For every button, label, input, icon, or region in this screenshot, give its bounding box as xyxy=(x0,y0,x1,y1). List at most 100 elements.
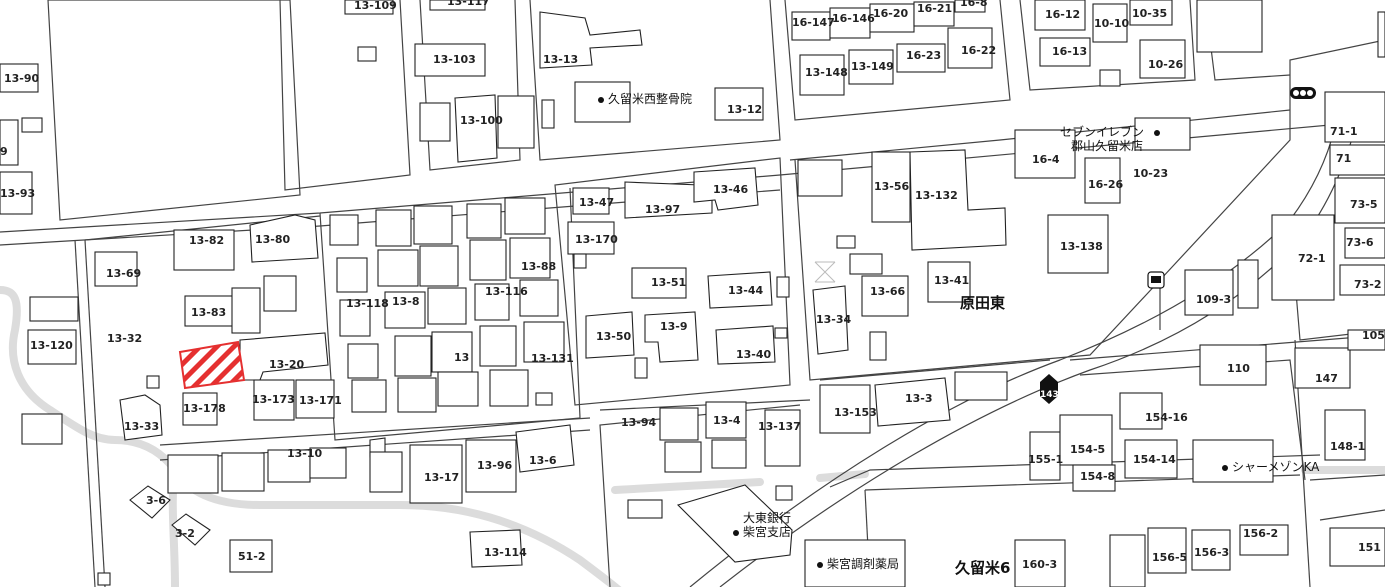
area-name-kurume6: 久留米6 xyxy=(955,559,1011,577)
parcel-label: 13-34 xyxy=(816,313,852,326)
poi-daito-bank[interactable]: 大東銀行 xyxy=(743,511,792,525)
poi-marker-icon xyxy=(1222,464,1228,471)
parcel-label: 13 xyxy=(454,351,470,364)
parcel-label: 13-40 xyxy=(736,348,772,361)
parcel-label: 16-20 xyxy=(873,7,909,20)
parcel-label: 13-50 xyxy=(596,330,632,343)
parcel-label: 13-137 xyxy=(758,420,801,433)
poi-daito-bank-line2: 柴宮支店 xyxy=(733,525,791,539)
parcel-label: 9 xyxy=(0,145,8,158)
parcel-label: 16-22 xyxy=(961,44,997,57)
parcel-label: 13-82 xyxy=(189,234,225,247)
parcel-label: 13-148 xyxy=(805,66,848,79)
parcel-label: 155-1 xyxy=(1028,453,1064,466)
parcel-label: 13-56 xyxy=(874,180,910,193)
parcel-label: 13-13 xyxy=(543,53,579,66)
parcel-label: 148-1 xyxy=(1330,440,1366,453)
poi-marker-icon xyxy=(598,96,604,103)
traffic-light-icon xyxy=(1290,87,1316,99)
parcel-label: 51-2 xyxy=(238,550,266,563)
parcel-label: 10-23 xyxy=(1133,167,1169,180)
poi-marker-icon xyxy=(733,529,739,536)
parcel-label: 3-2 xyxy=(175,527,195,540)
poi-seikotsuin[interactable]: 久留米西整骨院 xyxy=(598,92,692,106)
parcel-label: 16-8 xyxy=(960,0,988,9)
parcel-label: 13-33 xyxy=(124,420,160,433)
parcel-label: 13-96 xyxy=(477,459,513,472)
parcel-label: 147 xyxy=(1315,372,1338,385)
route-shield-icon xyxy=(1040,374,1058,404)
parcel-label: 13-4 xyxy=(713,414,741,427)
parcel-label: 13-69 xyxy=(106,267,142,280)
parcel-label: 110 xyxy=(1227,362,1250,375)
parcel-label: 160-3 xyxy=(1022,558,1058,571)
poi-sharmaison[interactable]: シャーメゾンKA xyxy=(1222,460,1319,474)
parcel-label: 156-2 xyxy=(1243,527,1279,540)
parcel-label: 13-138 xyxy=(1060,240,1103,253)
parcel-label: 73-2 xyxy=(1354,278,1382,291)
parcel-label: 109-3 xyxy=(1196,293,1232,306)
poi-seven-eleven-line2: 郡山久留米店 xyxy=(1071,139,1144,153)
parcel-label: 16-23 xyxy=(906,49,942,62)
parcel-label: 16-13 xyxy=(1052,45,1088,58)
parcel-label: 13-10 xyxy=(287,447,323,460)
parcel-label: 16-21 xyxy=(917,2,953,15)
parcel-label: 154-5 xyxy=(1070,443,1106,456)
parcel-label: 10-35 xyxy=(1132,7,1168,20)
route-number-label: 143 xyxy=(1040,390,1059,400)
parcel-label: 16-12 xyxy=(1045,8,1081,21)
parcel-label: 151 xyxy=(1358,541,1381,554)
parcel-label: 13-66 xyxy=(870,285,906,298)
parcel-label: 13-83 xyxy=(191,306,227,319)
parcel-label: 13-3 xyxy=(905,392,933,405)
parcel-label: 16-146 xyxy=(832,12,875,25)
parcel-label: 13-114 xyxy=(484,546,527,559)
parcel-label: 13-116 xyxy=(485,285,528,298)
parcel-label: 154-8 xyxy=(1080,470,1116,483)
parcel-label: 13-170 xyxy=(575,233,618,246)
parcel-label: 13-103 xyxy=(433,53,476,66)
bus-stop-icon xyxy=(1147,271,1165,289)
parcel-label: 13-9 xyxy=(660,320,688,333)
poi-pharmacy[interactable]: 柴宮調剤薬局 xyxy=(817,557,899,571)
parcel-label: 13-117 xyxy=(447,0,490,8)
parcel-label: 13-32 xyxy=(107,332,143,345)
parcel-label: 13-93 xyxy=(0,187,36,200)
parcel-label: 13-6 xyxy=(529,454,557,467)
poi-marker-icon xyxy=(817,561,823,568)
parcel-label: 16-4 xyxy=(1032,153,1060,166)
parcel-label: 3-6 xyxy=(146,494,166,507)
parcel-label: 13-90 xyxy=(4,72,40,85)
parcel-label: 154-16 xyxy=(1145,411,1188,424)
poi-seven-eleven[interactable]: セブンイレブン xyxy=(1060,124,1164,140)
parcel-label: 13-88 xyxy=(521,260,557,273)
parcel-label: 156-5 xyxy=(1152,551,1188,564)
parcel-label: 13-80 xyxy=(255,233,291,246)
parcel-label: 13-132 xyxy=(915,189,958,202)
parcel-label: 154-14 xyxy=(1133,453,1176,466)
parcel-label: 156-3 xyxy=(1194,546,1230,559)
parcel-label: 71 xyxy=(1336,152,1352,165)
parcel-label: 16-147 xyxy=(792,16,835,29)
construction-marks xyxy=(814,261,836,283)
parcel-label: 13-46 xyxy=(713,183,749,196)
parcel-label: 13-120 xyxy=(30,339,73,352)
parcel-label: 16-26 xyxy=(1088,178,1124,191)
parcel-label: 13-118 xyxy=(346,297,389,310)
parcel-label: 10-10 xyxy=(1094,17,1130,30)
parcel-label: 72-1 xyxy=(1298,252,1326,265)
parcel-label: 10-26 xyxy=(1148,58,1184,71)
parcel-label: 13-17 xyxy=(424,471,460,484)
parcel-label: 13-171 xyxy=(299,394,342,407)
parcel-label: 73-6 xyxy=(1346,236,1374,249)
parcel-label: 13-20 xyxy=(269,358,305,371)
parcel-label: 13-97 xyxy=(645,203,681,216)
parcel-label: 13-94 xyxy=(621,416,657,429)
parcel-label: 71-1 xyxy=(1330,125,1358,138)
parcel-label: 13-173 xyxy=(252,393,295,406)
parcel-label: 13-51 xyxy=(651,276,687,289)
parcel-label: 13-100 xyxy=(460,114,503,127)
